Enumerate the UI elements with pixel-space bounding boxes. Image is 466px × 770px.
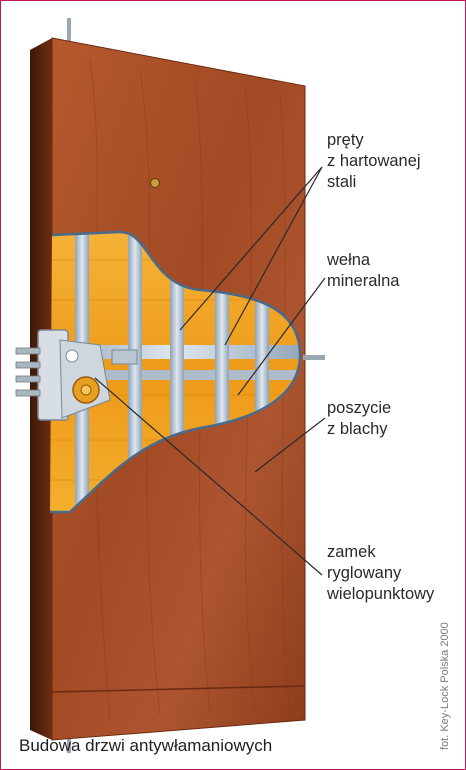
label-lock: zamek ryglowany wielopunktowy <box>327 542 434 605</box>
label-wool-line1: wełna <box>327 250 399 271</box>
label-lock-line2: ryglowany <box>327 563 434 584</box>
label-sheet-line1: poszycie <box>327 398 391 419</box>
label-rods-line1: pręty <box>327 130 421 151</box>
label-lock-line3: wielopunktowy <box>327 584 434 605</box>
peephole <box>151 179 160 188</box>
photo-credit: fot. Key-Lock Polska 2000 <box>439 622 451 750</box>
label-lock-line1: zamek <box>327 542 434 563</box>
right-bolt <box>303 355 325 360</box>
label-wool-line2: mineralna <box>327 271 399 292</box>
label-rods: pręty z hartowanej stali <box>327 130 421 193</box>
label-rods-line2: z hartowanej <box>327 151 421 172</box>
label-sheet-line2: z blachy <box>327 419 391 440</box>
label-rods-line3: stali <box>327 172 421 193</box>
caption: Budowa drzwi antywłamaniowych <box>19 736 272 756</box>
label-sheet: poszycie z blachy <box>327 398 391 440</box>
label-wool: wełna mineralna <box>327 250 399 292</box>
